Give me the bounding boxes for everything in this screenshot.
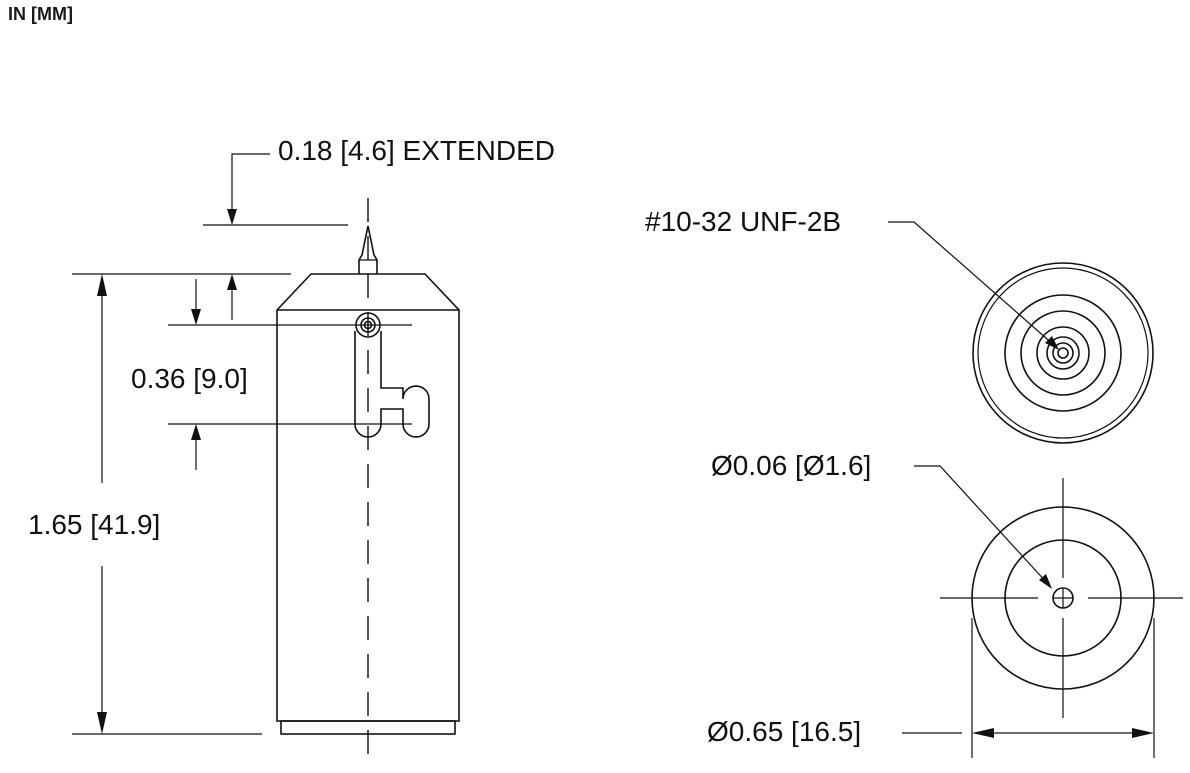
units-label: IN [MM] — [8, 4, 73, 24]
slot-offset-label: 0.36 [9.0] — [131, 363, 248, 394]
l-slot — [354, 331, 430, 438]
outer-diameter-label: Ø0.65 [16.5] — [707, 716, 861, 747]
hole-diameter-label: Ø0.06 [Ø1.6] — [711, 450, 871, 481]
length-label: 1.65 [41.9] — [28, 509, 160, 540]
top-view — [888, 221, 1154, 444]
thread-label: #10-32 UNF-2B — [645, 206, 841, 237]
body-outline — [276, 273, 460, 722]
extended-label: 0.18 [4.6] EXTENDED — [278, 135, 555, 166]
bottom-view — [902, 465, 1183, 758]
side-view — [72, 153, 460, 768]
